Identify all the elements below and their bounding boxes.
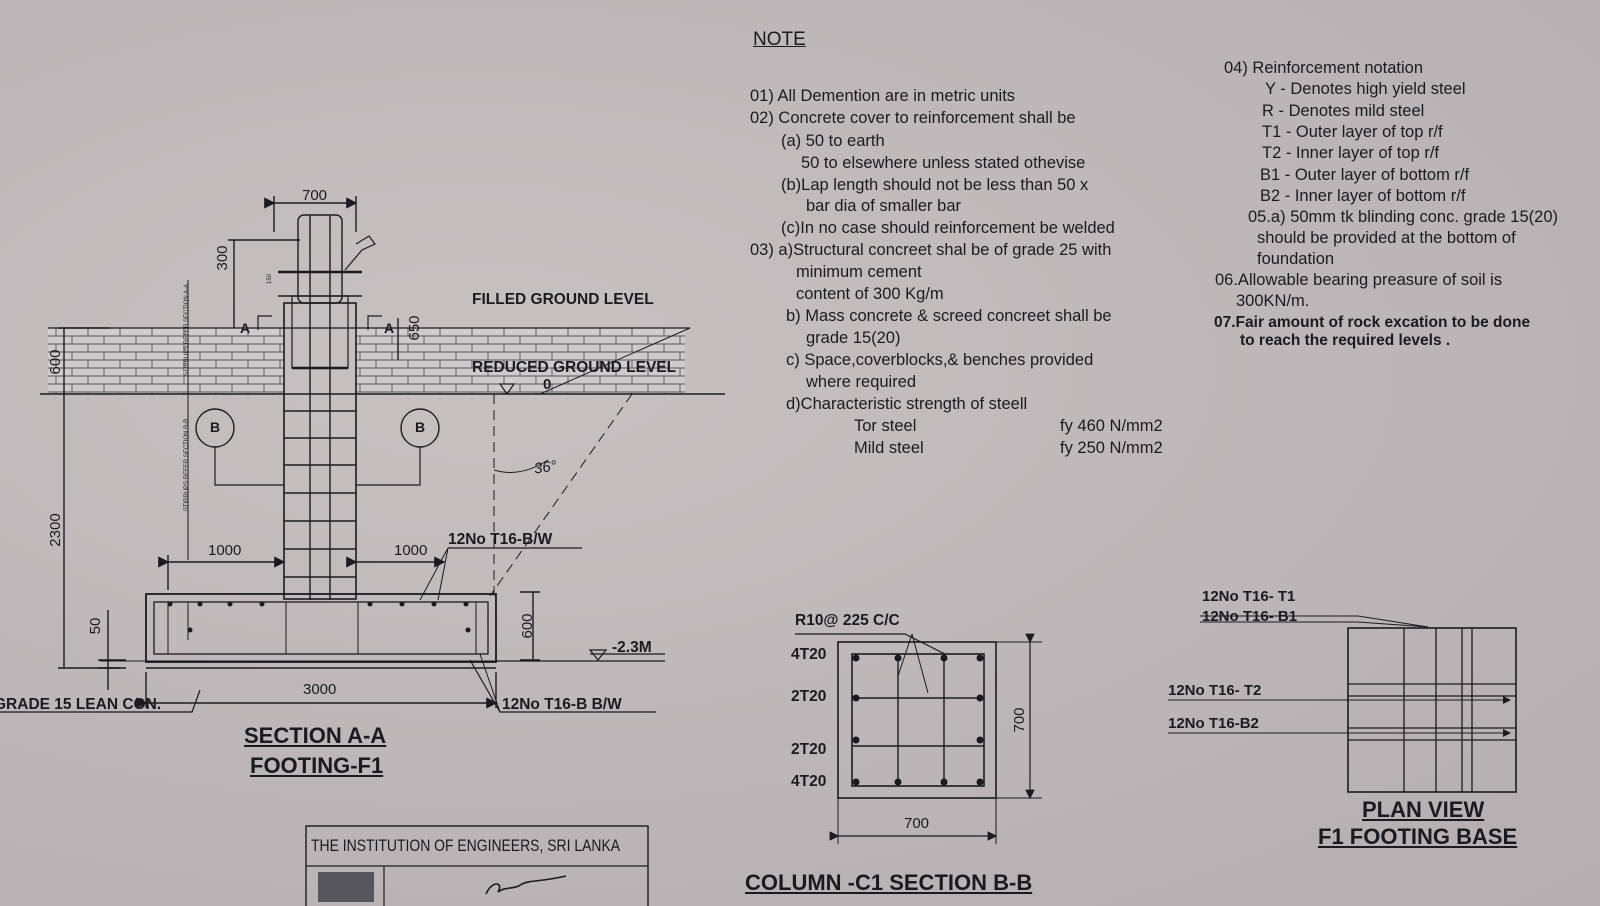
plan-view-drawing <box>1168 615 1517 793</box>
bar-callout-b-bw: 12No T16-B B/W <box>502 696 622 713</box>
stirrup-callout: R10@ 225 C/C <box>795 612 900 629</box>
column-bars-row4: 4T20 <box>791 773 827 790</box>
footing-bar-dots <box>167 601 471 633</box>
tor-steel-value: fy 460 N/mm2 <box>1060 417 1163 435</box>
stirrups-note-b: STIRRUPS REFER SECTION B-B <box>184 419 190 511</box>
note-03a-cont: minimum cement <box>796 263 922 281</box>
rgl-value: 0 <box>543 376 552 393</box>
small-dim: 150 <box>267 273 273 284</box>
dim-600-soil: 600 <box>47 349 64 374</box>
note-03b: b) Mass concrete & screed concreet shall… <box>786 307 1112 325</box>
note-04-y: Y - Denotes high yield steel <box>1265 80 1466 98</box>
plan-bar-t2: 12No T16- T2 <box>1168 682 1262 699</box>
slope-angle: 36° <box>533 458 558 478</box>
lean-concrete-label: GRADE 15 LEAN CON. <box>0 696 162 713</box>
note-03c-cont: where required <box>806 373 917 391</box>
column-bars-row3: 2T20 <box>791 741 827 758</box>
note-01: 01) All Demention are in metric units <box>750 87 1016 105</box>
dim-2300: 2300 <box>47 513 64 546</box>
plan-bar-b2: 12No T16-B2 <box>1168 715 1259 732</box>
note-02a-cont: 50 to elsewhere unless stated othevise <box>801 154 1086 172</box>
dim-300: 300 <box>214 245 231 270</box>
column-dim-vertical: 700 <box>1011 707 1028 732</box>
mild-steel-label: Mild steel <box>854 439 924 457</box>
column-body <box>283 302 357 600</box>
soil-hatch-right <box>355 328 685 394</box>
note-06: 06.Allowable bearing preasure of soil is <box>1215 271 1503 289</box>
dim-1000-left: 1000 <box>208 542 242 559</box>
dim-600-footing: 600 <box>519 613 536 638</box>
tor-steel-label: Tor steel <box>854 417 917 435</box>
footing-f1-title: FOOTING-F1 <box>250 753 384 778</box>
section-marker-b-right: B <box>415 419 426 435</box>
dim-650: 650 <box>406 315 423 340</box>
dim-1000-right: 1000 <box>394 542 428 559</box>
bar-callout-bw: 12No T16-B/W <box>448 531 553 548</box>
footing <box>145 593 497 663</box>
note-07-cont: to reach the required levels . <box>1240 332 1451 349</box>
note-05-cont: should be provided at the bottom of <box>1257 229 1516 247</box>
column-bars-row1: 4T20 <box>791 646 827 663</box>
note-05: 05.a) 50mm tk blinding conc. grade 15(20… <box>1248 208 1559 226</box>
note-02a: (a) 50 to earth <box>781 132 885 150</box>
reduced-ground-level-label: REDUCED GROUND LEVEL <box>472 359 677 376</box>
note-03d: d)Characteristic strength of steell <box>786 395 1028 413</box>
column-bar-dots <box>852 654 984 786</box>
filled-ground-level-label: FILLED GROUND LEVEL <box>472 291 654 308</box>
note-02b: (b)Lap length should not be less than 50… <box>781 176 1089 194</box>
note-04-b2: B2 - Inner layer of bottom r/f <box>1260 187 1466 205</box>
note-05-cont2: foundation <box>1257 250 1335 268</box>
note-02c: (c)In no case should reinforcement be we… <box>781 219 1115 237</box>
note-07: 07.Fair amount of rock excation to be do… <box>1214 314 1531 331</box>
dim-700-column: 700 <box>302 187 328 204</box>
column-c1-drawing <box>795 633 1042 844</box>
signature <box>485 875 567 895</box>
note-03a: 03) a)Structural concreet shal be of gra… <box>750 241 1112 259</box>
plan-bar-b1: 12No T16- B1 <box>1202 608 1298 625</box>
dim-3000: 3000 <box>303 681 337 698</box>
note-04-r: R - Denotes mild steel <box>1262 102 1425 120</box>
institution-logo <box>318 872 374 902</box>
notes-heading: NOTE <box>753 29 806 50</box>
note-02: 02) Concrete cover to reinforcement shal… <box>750 109 1076 127</box>
note-02b-cont: bar dia of smaller bar <box>806 197 961 215</box>
section-marker-b-left: B <box>210 419 221 435</box>
level-minus-2-3: -2.3M <box>612 639 652 656</box>
column-starter <box>297 214 343 304</box>
note-03b-cont: grade 15(20) <box>806 329 901 347</box>
section-aa-title: SECTION A-A <box>244 723 387 748</box>
soil-hatch-left <box>48 328 284 394</box>
note-03c: c) Space,coverblocks,& benches provided <box>786 351 1094 369</box>
note-03a-cont2: content of 300 Kg/m <box>796 285 944 303</box>
column-bars-row2: 2T20 <box>791 688 827 705</box>
column-c1-title: COLUMN -C1 SECTION B-B <box>745 870 1033 895</box>
note-04-t1: T1 - Outer layer of top r/f <box>1262 123 1443 141</box>
mild-steel-value: fy 250 N/mm2 <box>1060 439 1163 457</box>
note-04: 04) Reinforcement notation <box>1224 59 1424 77</box>
section-marker-a-left: A <box>240 320 251 336</box>
plan-bar-t1: 12No T16- T1 <box>1202 588 1296 605</box>
plan-view-title: PLAN VIEW <box>1362 797 1485 822</box>
institution-name: THE INSTITUTION OF ENGINEERS, SRI LANKA <box>311 836 621 855</box>
note-04-t2: T2 - Inner layer of top r/f <box>1262 144 1439 162</box>
f1-footing-base-title: F1 FOOTING BASE <box>1318 824 1518 849</box>
title-block-frame <box>305 825 649 906</box>
section-aa-drawing <box>0 196 725 713</box>
note-06-cont: 300KN/m. <box>1236 292 1310 310</box>
column-dim-horizontal: 700 <box>904 815 930 832</box>
note-04-b1: B1 - Outer layer of bottom r/f <box>1260 166 1470 184</box>
stirrups-note-a: STIRRUPS REFER SECTION A-A <box>184 284 190 376</box>
section-marker-a-right: A <box>384 320 395 336</box>
dim-50: 50 <box>87 618 104 635</box>
